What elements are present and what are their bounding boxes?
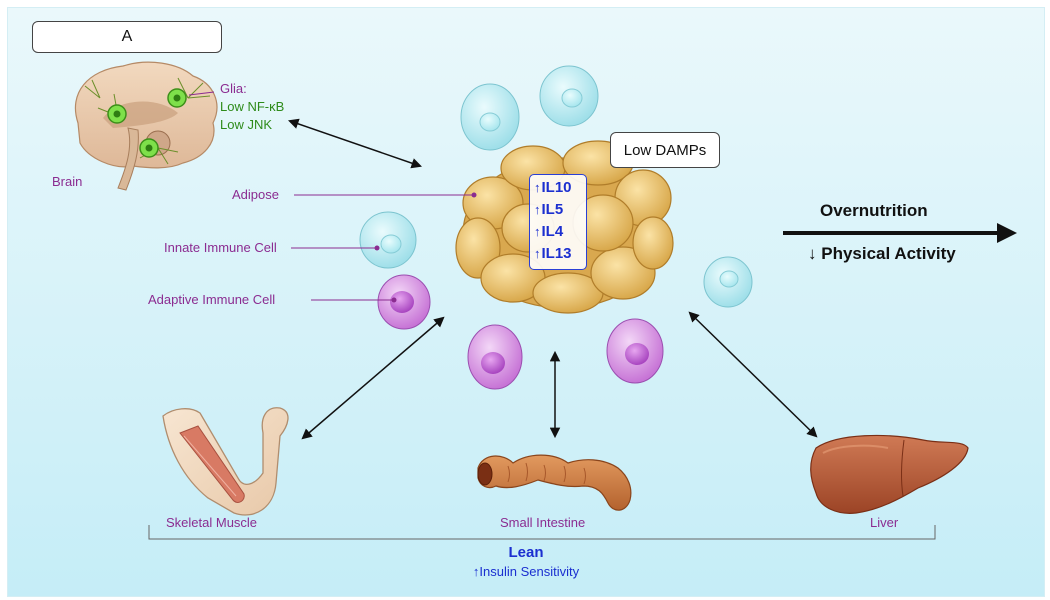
damps-label: Low DAMPs [610, 132, 720, 168]
skeletal-muscle-label: Skeletal Muscle [166, 515, 258, 530]
innate-immune-cell-label: Innate Immune Cell [164, 240, 277, 255]
adipose-label: Adipose [232, 187, 279, 202]
cytokine-item: ↑IL5 [534, 201, 564, 218]
cytokine-box: ↑IL10 ↑IL5 ↑IL4 ↑IL13 [529, 174, 587, 270]
glia-title: Glia: [220, 81, 247, 96]
liver-label: Liver [870, 515, 899, 530]
innate-immune-cell [359, 211, 417, 269]
cytokine-item: ↑IL10 [534, 179, 572, 196]
small-intestine-label: Small Intestine [500, 515, 586, 530]
adaptive-immune-cell [467, 324, 523, 390]
innate-immune-cell [703, 256, 753, 308]
innate-immune-cell [460, 83, 520, 151]
skeletal-muscle-illustration [162, 407, 289, 516]
physical-activity-label: ↓ Physical Activity [808, 244, 956, 263]
down-arrow-icon: ↓ [808, 244, 817, 263]
brain-illustration [74, 61, 218, 191]
panel-label: A [32, 21, 222, 53]
overnutrition-label: Overnutrition [820, 201, 928, 220]
glia-nfkb-label: Low NF-κB [220, 99, 285, 114]
cytokine-item: ↑IL13 [534, 245, 572, 262]
adaptive-immune-cell-label: Adaptive Immune Cell [148, 292, 276, 307]
cytokine-item: ↑IL4 [534, 223, 564, 240]
adaptive-immune-cell [377, 274, 431, 330]
liver-illustration [810, 434, 969, 514]
figure-canvas: A Glia: Low NF-κB Low JNK Brain Adipose … [7, 7, 1045, 597]
small-intestine-illustration [477, 454, 632, 511]
adaptive-immune-cell [606, 318, 664, 384]
up-arrow-icon: ↑ [472, 564, 480, 579]
lean-label: Lean [508, 544, 544, 561]
insulin-sensitivity-label: ↑Insulin Sensitivity [472, 564, 580, 579]
innate-immune-cell [539, 65, 599, 127]
brain-label: Brain [52, 174, 83, 189]
glia-jnk-label: Low JNK [220, 117, 273, 132]
diagram-artwork [74, 61, 1017, 540]
